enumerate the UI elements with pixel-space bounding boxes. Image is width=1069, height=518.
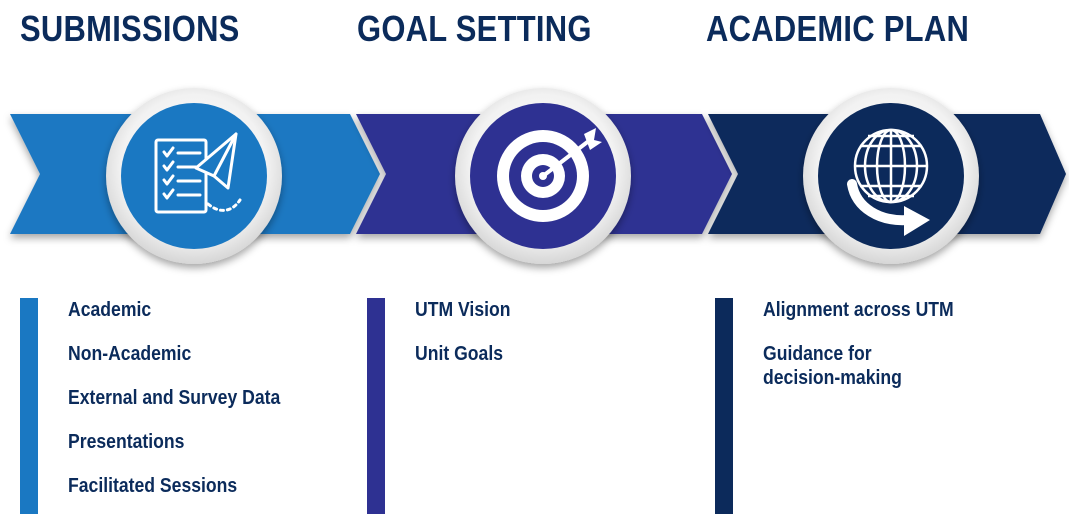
submissions-accent-bar [20, 298, 38, 514]
globe-arrow-icon [847, 128, 930, 236]
list-item: Unit Goals [415, 343, 504, 365]
academic-plan-list: Alignment across UTM Guidance for decisi… [763, 298, 980, 410]
goal-setting-list: UTM Vision Unit Goals [415, 298, 524, 386]
stage-title-submissions: SUBMISSIONS [20, 8, 240, 49]
list-item: Presentations [68, 431, 185, 453]
list-item: Facilitated Sessions [68, 475, 238, 497]
list-item: Non-Academic [68, 343, 192, 365]
list-item: Guidance for [763, 343, 872, 365]
submissions-badge [106, 88, 282, 264]
academic-plan-badge [803, 88, 979, 264]
submissions-list: Academic Non-Academic External and Surve… [68, 298, 309, 518]
target-dart-icon [497, 128, 602, 222]
list-item: External and Survey Data [68, 387, 281, 409]
academic-plan-accent-bar [715, 298, 733, 514]
goal-setting-accent-bar [367, 298, 385, 514]
list-item: decision-making [763, 367, 902, 389]
stage-title-academic-plan: ACADEMIC PLAN [706, 8, 970, 49]
goal-setting-badge [455, 88, 631, 264]
list-item: Academic [68, 299, 152, 321]
list-item: Alignment across UTM [763, 299, 954, 321]
stage-title-goal-setting: GOAL SETTING [357, 8, 592, 49]
document-paper-plane-icon [154, 132, 242, 214]
list-item: UTM Vision [415, 299, 511, 321]
